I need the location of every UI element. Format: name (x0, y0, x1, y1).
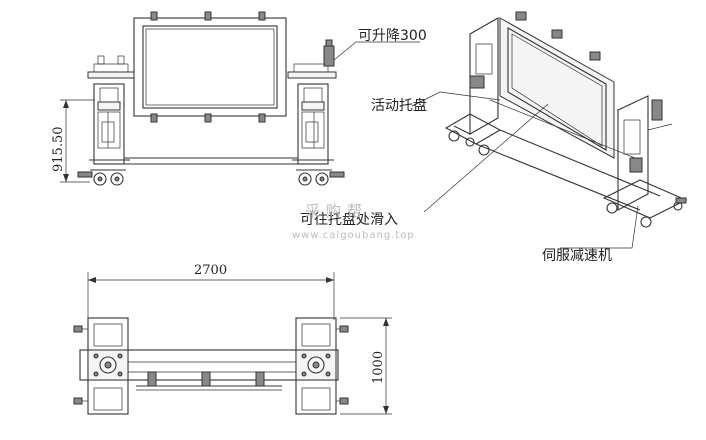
depth-dimension-text: 1000 (371, 351, 386, 384)
iso-panel-frame (499, 17, 615, 159)
label-pallet: 活动托盘 (371, 97, 427, 114)
front-right-column (297, 83, 329, 165)
front-panel-screen (142, 25, 278, 109)
front-servo-motor (323, 45, 335, 67)
depth-dimension: 1000 (340, 317, 392, 415)
iso-right-tower (617, 95, 649, 211)
front-panel-frame (133, 17, 287, 117)
isometric-view (411, 11, 688, 249)
servo-leader (560, 205, 639, 249)
width-dimension-text: 2700 (194, 263, 227, 278)
front-left-wheels (77, 169, 126, 186)
front-left-column (93, 83, 125, 165)
watermark-cn: 采购帮 (305, 202, 368, 220)
iso-left-tower (469, 17, 499, 135)
label-servo: 伺服减速机 (542, 248, 612, 264)
front-right-wheels (296, 169, 345, 186)
label-lift: 可升降300 (358, 28, 427, 44)
height-dimension: 915.50 (51, 99, 95, 183)
label-slide-in: 可往托盘处滑入 (300, 211, 398, 228)
watermark-url: www.caigoubang.top (292, 230, 415, 241)
height-dimension-text: 915.50 (51, 127, 66, 173)
iso-right-base (602, 179, 688, 219)
front-left-pallet (87, 71, 135, 79)
slide-in-leader (423, 103, 549, 213)
iso-servo-motor (651, 99, 663, 121)
width-dimension: 2700 (87, 263, 335, 320)
top-view: 2700 (73, 263, 392, 415)
pallet-leader (411, 91, 501, 107)
front-view (77, 11, 420, 186)
lift-leader (333, 41, 420, 61)
front-right-pallet (287, 71, 337, 79)
front-top-clamps (150, 11, 266, 123)
